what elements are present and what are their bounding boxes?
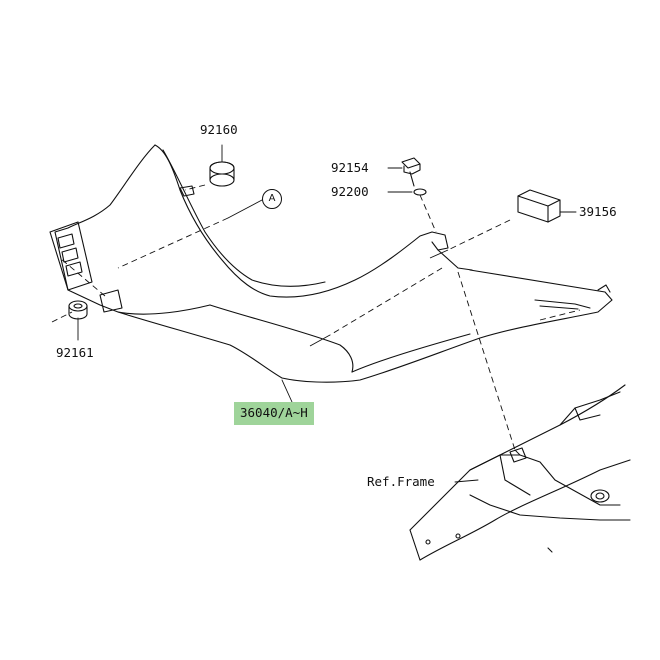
assembly-lines-solid (309, 249, 521, 456)
reference-frame-label: Ref.Frame (367, 474, 435, 489)
part-label-39156: 39156 (579, 204, 617, 219)
side-cover-part (49, 144, 613, 383)
grommet-92161-icon (68, 300, 88, 320)
assembly-lines (51, 184, 581, 451)
frame-reference-part (409, 384, 631, 561)
bolt-92154-icon (401, 157, 421, 187)
part-label-92160: 92160 (200, 122, 238, 137)
leader-lines (77, 144, 577, 483)
pad-39156-icon (517, 189, 561, 223)
part-label-36040: 36040/A~H (234, 402, 314, 425)
part-label-92154: 92154 (331, 160, 369, 175)
callout-a-marker: A (262, 189, 282, 209)
grommet-92160-icon (209, 161, 235, 187)
part-label-92200: 92200 (331, 184, 369, 199)
part-label-92161: 92161 (56, 345, 94, 360)
washer-92200-icon (413, 188, 427, 196)
